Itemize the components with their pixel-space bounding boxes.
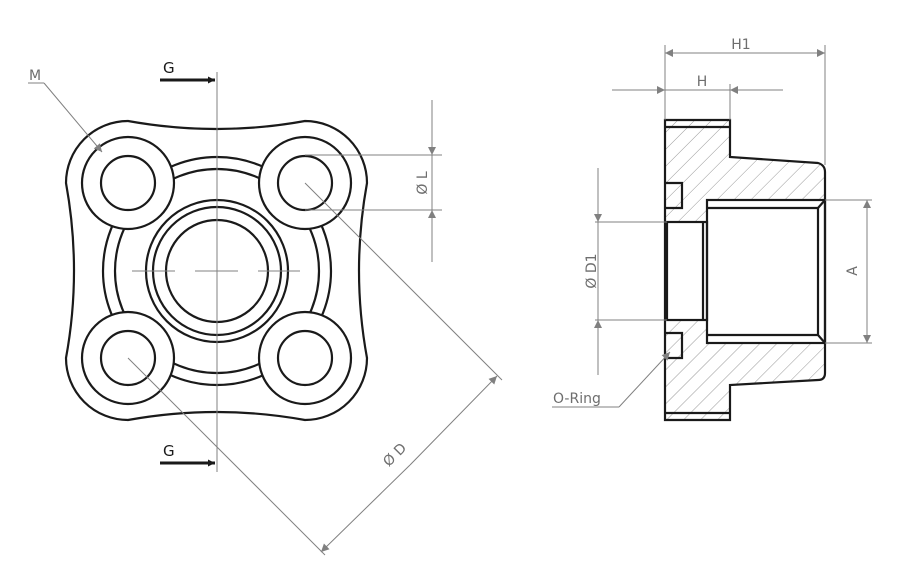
section-label-top: G <box>163 59 175 77</box>
thread-leader <box>43 82 103 153</box>
section-label-bottom: G <box>163 442 175 460</box>
bolt-boss <box>257 310 353 406</box>
bolt-hole-dimension: Ø L <box>305 100 442 262</box>
front-view: M G G Ø L Ø D <box>28 59 503 556</box>
oring-groove-bottom <box>665 331 684 360</box>
bolt-hole-label: Ø L <box>415 171 431 194</box>
bolt-hole <box>276 329 334 387</box>
thread-size-label: A <box>845 266 861 276</box>
flange-height-dimension: H <box>612 74 783 120</box>
bore-dimension: Ø D1 <box>584 168 667 375</box>
thread-label: M <box>29 68 41 84</box>
oring-callout: O-Ring <box>552 351 671 408</box>
oring-label: O-Ring <box>553 391 601 407</box>
bolt-hole <box>99 329 157 387</box>
section-outline <box>663 118 827 422</box>
overall-height-dimension: H1 <box>664 37 826 165</box>
flange-height-label: H <box>697 74 708 90</box>
thread-lines <box>707 199 826 344</box>
bolt-circle-label: Ø D <box>380 440 410 470</box>
bolt-hole <box>99 154 157 212</box>
oring-groove-top <box>665 181 684 210</box>
section-view: H1 H Ø D1 A <box>552 37 872 422</box>
overall-height-label: H1 <box>731 37 750 53</box>
bore-label: Ø D1 <box>584 253 600 288</box>
thread-size-dimension: A <box>825 199 872 344</box>
flange-chamfer-lines <box>665 125 730 415</box>
flange-outline <box>64 119 369 422</box>
bolt-boss <box>80 135 176 231</box>
inner-bore <box>665 220 709 322</box>
